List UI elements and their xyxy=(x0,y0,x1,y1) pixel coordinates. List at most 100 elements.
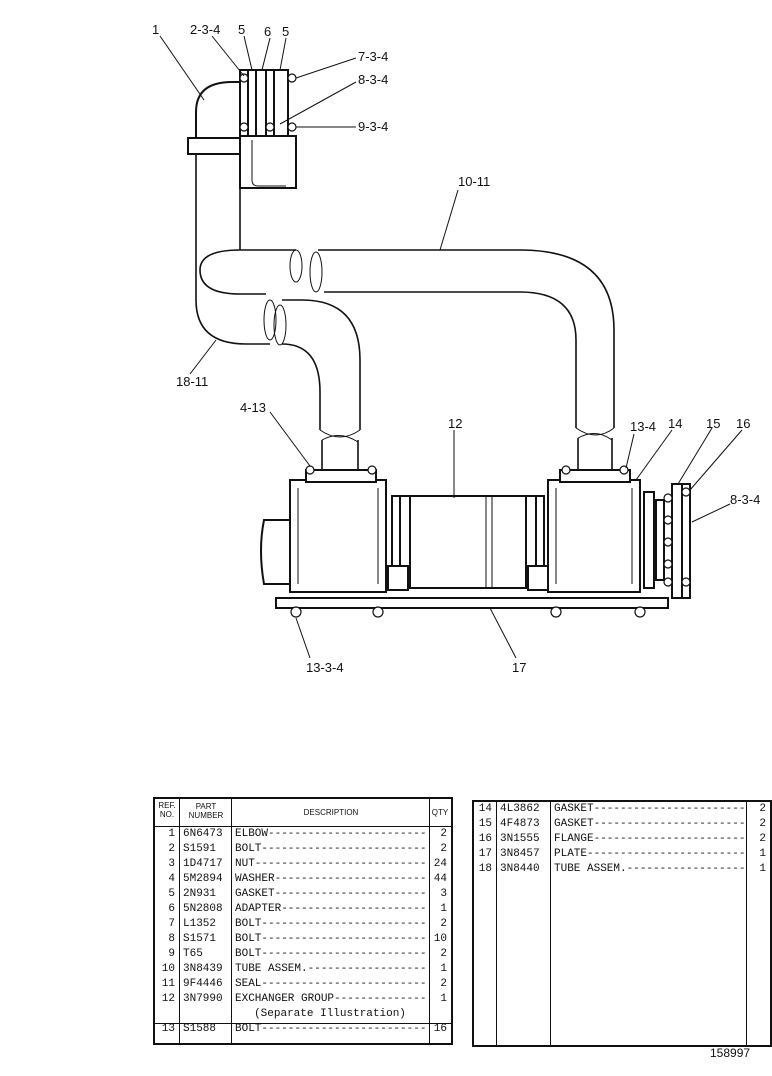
cell-qty: 2 xyxy=(759,818,766,830)
cell-ref: 11 xyxy=(161,978,175,990)
cell-qty: 2 xyxy=(440,918,447,930)
cell-desc: BOLT------------------------------------… xyxy=(235,918,425,930)
cell-ref: 4 xyxy=(168,873,175,885)
cell-qty: 16 xyxy=(433,1023,447,1035)
callout-6: 6 xyxy=(264,24,271,39)
cell-part: 4L3862 xyxy=(500,803,540,815)
callout-17: 17 xyxy=(512,660,526,675)
cell-part: S1571 xyxy=(183,933,217,945)
table-row: 31D4717NUT------------------------------… xyxy=(155,857,451,872)
table-row: 16 3N1555 FLANGE--------------------------… xyxy=(474,832,770,847)
cell-ref: 9 xyxy=(168,948,175,960)
table-row: 13 S1588 BOLT-----------------------------… xyxy=(155,1022,451,1037)
cell-part: 2N931 xyxy=(183,888,217,900)
cell-ref: 6 xyxy=(168,903,175,915)
cell-part: S1588 xyxy=(183,1023,217,1035)
adapter-assembly xyxy=(239,69,297,189)
cell-part: 5M2894 xyxy=(183,873,223,885)
parts-table-right: 144L3862GASKET--------------------------… xyxy=(472,800,772,1047)
cell-ref: 12 xyxy=(161,993,175,1005)
cell-desc: EXCHANGER GROUP-------------------------… xyxy=(235,993,425,1005)
cell-desc: SEAL------------------------------------… xyxy=(235,978,425,990)
cell-part: 3N8439 xyxy=(183,963,223,975)
cell-desc: GASKET----------------------------------… xyxy=(554,803,744,815)
callout-1: 1 xyxy=(152,22,159,37)
cell-desc: (Separate Illustration) xyxy=(254,1008,406,1020)
cell-ref: 7 xyxy=(168,918,175,930)
table-row: 52N931GASKET----------------------------… xyxy=(155,887,451,902)
cell-ref: 13 xyxy=(161,1023,175,1035)
cell-part: L1352 xyxy=(183,918,217,930)
vertical-pipe xyxy=(195,154,241,262)
callout-4-13: 4-13 xyxy=(240,400,266,415)
tube-assembly-10 xyxy=(309,249,615,470)
callout-13-4: 13-4 xyxy=(630,419,656,434)
cell-qty: 2 xyxy=(440,948,447,960)
cell-qty: 3 xyxy=(440,888,447,900)
cell-desc: FLANGE----------------------------------… xyxy=(554,833,744,845)
cell-desc: BOLT------------------------------------… xyxy=(235,948,425,960)
exchanger-group xyxy=(260,465,691,599)
table-row: 14 4L3862 GASKET--------------------------… xyxy=(474,802,770,817)
cell-desc: GASKET----------------------------------… xyxy=(554,818,744,830)
cell-part: 3N1555 xyxy=(500,833,540,845)
callout-5b: 5 xyxy=(282,24,289,39)
cell-ref: 17 xyxy=(478,848,492,860)
cell-part: 4F4873 xyxy=(500,818,540,830)
drawing-number: 158997 xyxy=(710,1046,751,1060)
table-row: 17 3N8457 PLATE---------------------------… xyxy=(474,847,770,862)
cell-qty: 1 xyxy=(759,863,766,875)
cell-desc: TUBE ASSEM.-----------------------------… xyxy=(554,863,744,875)
cell-desc: PLATE-----------------------------------… xyxy=(554,848,744,860)
part-number-header: PART NUMBER xyxy=(188,802,224,820)
table-row: 7 L1352 BOLT------------------------------… xyxy=(155,917,451,932)
exploded-parts-diagram: 1 2-3-4 5 6 5 7-3-4 8-3-4 9-3-4 10-11 18… xyxy=(152,22,760,675)
table-row: 15 4F4873 GASKET--------------------------… xyxy=(474,817,770,832)
elbow-part xyxy=(187,69,249,155)
cell-part: T65 xyxy=(183,948,203,960)
callout-13-3-4: 13-3-4 xyxy=(306,660,344,675)
cell-ref: 16 xyxy=(478,833,492,845)
callout-5a: 5 xyxy=(238,22,245,37)
cell-desc: NUT-------------------------------------… xyxy=(235,858,425,870)
cell-qty: 10 xyxy=(433,933,447,945)
cell-part: 3N7990 xyxy=(183,993,223,1005)
table-row: 4 5M2894 WASHER---------------------------… xyxy=(155,872,451,887)
leader-lines xyxy=(159,35,743,659)
cell-qty: 2 xyxy=(759,803,766,815)
callout-9-3-4: 9-3-4 xyxy=(358,119,388,134)
callout-14: 14 xyxy=(668,416,682,431)
cell-ref: 3 xyxy=(168,858,175,870)
cell-ref: 15 xyxy=(478,818,492,830)
cell-ref: 14 xyxy=(478,803,492,815)
callout-15: 15 xyxy=(706,416,720,431)
cell-ref: 8 xyxy=(168,933,175,945)
callout-16: 16 xyxy=(736,416,750,431)
cell-qty: 1 xyxy=(759,848,766,860)
callout-10-11: 10-11 xyxy=(458,174,490,189)
cell-desc: TUBE ASSEM.-----------------------------… xyxy=(235,963,425,975)
cell-qty: 2 xyxy=(440,978,447,990)
cell-desc: BOLT------------------------------------… xyxy=(235,843,425,855)
cell-ref: 2 xyxy=(168,843,175,855)
table-row: 65N2808ADAPTER--------------------------… xyxy=(155,902,451,917)
cell-part: 9F4446 xyxy=(183,978,223,990)
qty-header: QTY xyxy=(431,808,449,817)
cell-qty: 2 xyxy=(759,833,766,845)
cell-desc: WASHER----------------------------------… xyxy=(235,873,425,885)
callout-8-3-4-right: 8-3-4 xyxy=(730,492,760,507)
ref-no-header: REF. NO. xyxy=(158,801,176,819)
cell-desc: BOLT------------------------------------… xyxy=(235,1023,425,1035)
cell-qty: 1 xyxy=(440,993,447,1005)
table-row: 9 T65 BOLT--------------------------------… xyxy=(155,947,451,962)
cell-ref: 1 xyxy=(168,828,175,840)
cell-desc: BOLT------------------------------------… xyxy=(235,933,425,945)
table-row: 16N6473ELBOW----------------------------… xyxy=(155,827,451,842)
cell-part: 3N8457 xyxy=(500,848,540,860)
cell-desc: ELBOW-----------------------------------… xyxy=(235,828,425,840)
callout-7-3-4: 7-3-4 xyxy=(358,49,388,64)
callout-2-3-4: 2-3-4 xyxy=(190,22,220,37)
